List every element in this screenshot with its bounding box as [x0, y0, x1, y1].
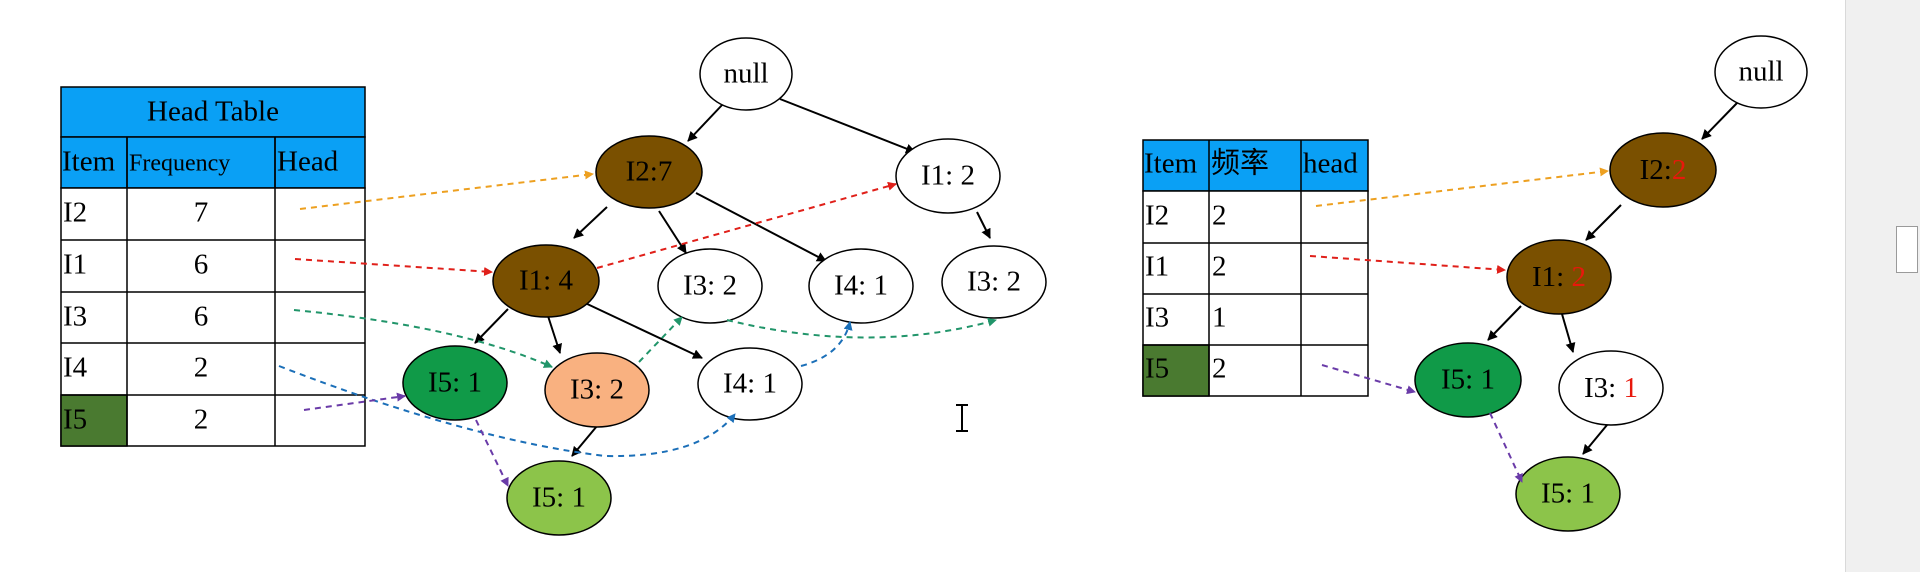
right-row-freq: 2 — [1212, 251, 1227, 283]
node-null-label: null — [723, 58, 768, 90]
right-node-i1-count: 2 — [1571, 261, 1586, 293]
node-i3-mid — [657, 248, 763, 324]
right-node-i3-count: 1 — [1623, 372, 1638, 404]
node-i4-bottom-label: I4: 1 — [723, 368, 777, 400]
table-row-freq: 7 — [194, 197, 209, 229]
right-header-head: head — [1303, 148, 1358, 180]
head-table-title: Head Table — [147, 96, 279, 128]
right-row-item: I1 — [1145, 251, 1169, 283]
right-row-item: I5 — [1145, 353, 1169, 385]
right-tree-labels: null I2:2 I1: 2 I5: 1 I3: 1 I5: 1 — [1441, 56, 1784, 510]
right-node-i3-label: I3: 1 — [1584, 372, 1638, 404]
right-tree-nodes — [1414, 35, 1808, 532]
right-row-item: I2 — [1145, 200, 1169, 232]
head-table-right: Item 频率 head I2 2 I1 2 I3 1 I5 2 — [1142, 139, 1369, 397]
node-i4-bottom — [697, 347, 803, 421]
text-cursor-icon — [956, 404, 968, 432]
node-i5-dark-label: I5: 1 — [428, 367, 482, 399]
header-head: Head — [277, 146, 339, 178]
head-table-title-cell — [60, 86, 366, 138]
table-row-freq: 2 — [194, 404, 209, 436]
scrollbar-thumb[interactable] — [1896, 226, 1918, 273]
right-node-i3 — [1558, 350, 1664, 426]
node-i2 — [595, 135, 703, 209]
node-i3-mid-label: I3: 2 — [683, 270, 737, 302]
node-i1 — [492, 244, 600, 318]
table-row-freq: 6 — [194, 301, 209, 333]
table-row-item: I4 — [63, 352, 88, 384]
node-null — [699, 37, 793, 111]
right-node-i5-dark-label: I5: 1 — [1441, 364, 1495, 396]
node-i3-orange-label: I3: 2 — [570, 374, 624, 406]
table-row-item: I5 — [63, 404, 87, 436]
right-node-i5-dark — [1414, 342, 1522, 418]
right-node-i1 — [1506, 239, 1612, 315]
right-row-freq: 1 — [1212, 302, 1227, 334]
vertical-scrollbar[interactable] — [1845, 0, 1920, 572]
table-row-item: I1 — [63, 249, 87, 281]
right-row-freq: 2 — [1212, 200, 1227, 232]
head-table-header-row — [60, 136, 366, 189]
node-i2-label: I2:7 — [626, 156, 673, 188]
right-node-i2-count: 2 — [1672, 154, 1687, 186]
fp-tree-figure: Head Table Item Frequency Head I2 7 I1 6… — [60, 35, 1808, 536]
right-tree-edges — [1487, 102, 1738, 455]
left-tree-nodes — [402, 37, 1047, 536]
i5-highlight-cell — [60, 394, 128, 447]
right-table-header-row — [1142, 139, 1369, 192]
right-header-item: Item — [1144, 148, 1198, 180]
node-i3-right-label: I3: 2 — [967, 266, 1021, 298]
left-node-links — [278, 170, 997, 487]
node-i4-top-label: I4: 1 — [834, 270, 888, 302]
node-i4-top — [808, 248, 914, 324]
header-frequency: Frequency — [129, 151, 230, 177]
node-i1-right-label: I1: 2 — [921, 160, 975, 192]
table-row-item: I2 — [63, 197, 87, 229]
right-node-i5-light — [1515, 456, 1621, 532]
header-item: Item — [62, 146, 116, 178]
table-row-item: I3 — [63, 301, 87, 333]
left-tree-edges — [474, 98, 991, 457]
right-row-freq: 2 — [1212, 353, 1227, 385]
node-i5-light-label: I5: 1 — [532, 482, 586, 514]
right-row-item: I3 — [1145, 302, 1169, 334]
table-row-freq: 6 — [194, 249, 209, 281]
right-header-frequency: 频率 — [1211, 147, 1269, 180]
right-node-i5-light-label: I5: 1 — [1541, 478, 1595, 510]
fp-tree-diagram: Head Table Item Frequency Head I2 7 I1 6… — [60, 35, 1808, 536]
right-node-i2-label: I2:2 — [1640, 154, 1687, 186]
right-node-null — [1714, 35, 1808, 109]
right-node-null-label: null — [1738, 56, 1783, 88]
node-i5-dark — [402, 345, 508, 421]
node-i3-orange — [544, 352, 650, 428]
head-table-left: Head Table Item Frequency Head I2 7 I1 6… — [60, 86, 366, 447]
table-row-freq: 2 — [194, 352, 209, 384]
left-tree-labels: null I2:7 I1: 2 I1: 4 I3: 2 I4: 1 I3: 2 … — [428, 58, 1021, 514]
right-node-i1-label: I1: 2 — [1532, 261, 1586, 293]
right-node-links — [1309, 167, 1609, 483]
node-i5-light — [506, 460, 612, 536]
node-i1-label: I1: 4 — [519, 265, 573, 297]
node-i1-right — [895, 138, 1001, 214]
right-node-i2 — [1609, 132, 1717, 208]
